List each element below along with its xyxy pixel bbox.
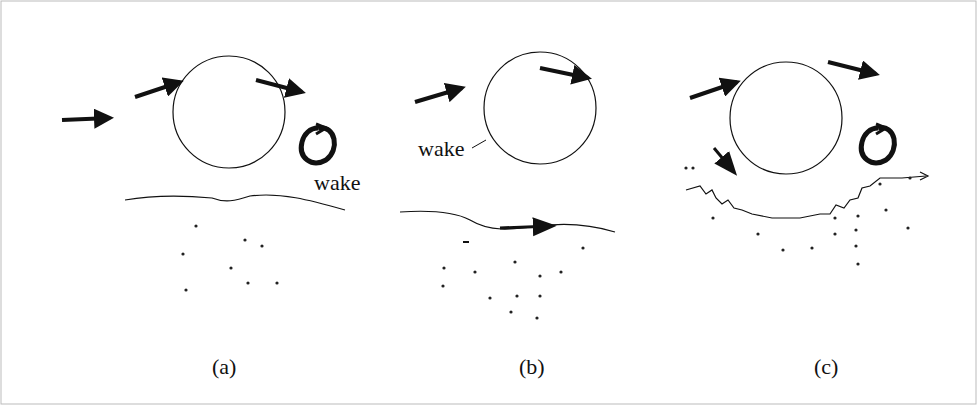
flow-arrow xyxy=(690,82,737,98)
particle xyxy=(173,56,285,168)
particle xyxy=(484,52,596,164)
wake-eddy xyxy=(876,124,886,134)
flow-arrow xyxy=(415,88,462,102)
sediment-grains xyxy=(181,166,911,319)
panel-label: (b) xyxy=(519,356,545,378)
flow-arrow xyxy=(828,62,876,74)
flow-arrow xyxy=(256,80,302,92)
flow-arrow xyxy=(500,226,552,228)
wake-label: wake xyxy=(418,138,464,160)
wake-eddy xyxy=(316,124,326,134)
panel-c xyxy=(686,62,928,218)
flow-arrow xyxy=(62,118,110,120)
flow-arrow xyxy=(714,148,734,172)
bed-surface xyxy=(125,195,345,210)
bed-surface xyxy=(686,176,926,218)
grain xyxy=(463,241,469,243)
panel-label: (a) xyxy=(212,356,236,378)
flow-arrow xyxy=(135,82,180,97)
flow-arrow xyxy=(540,68,588,78)
bed-surface xyxy=(400,211,615,232)
leader-line xyxy=(472,140,486,148)
panel-label: (c) xyxy=(814,356,838,378)
panel-b xyxy=(400,52,615,242)
wake-label: wake xyxy=(314,172,360,194)
particle xyxy=(730,62,842,174)
panel-a xyxy=(62,56,345,210)
bed-arrow xyxy=(920,172,928,180)
